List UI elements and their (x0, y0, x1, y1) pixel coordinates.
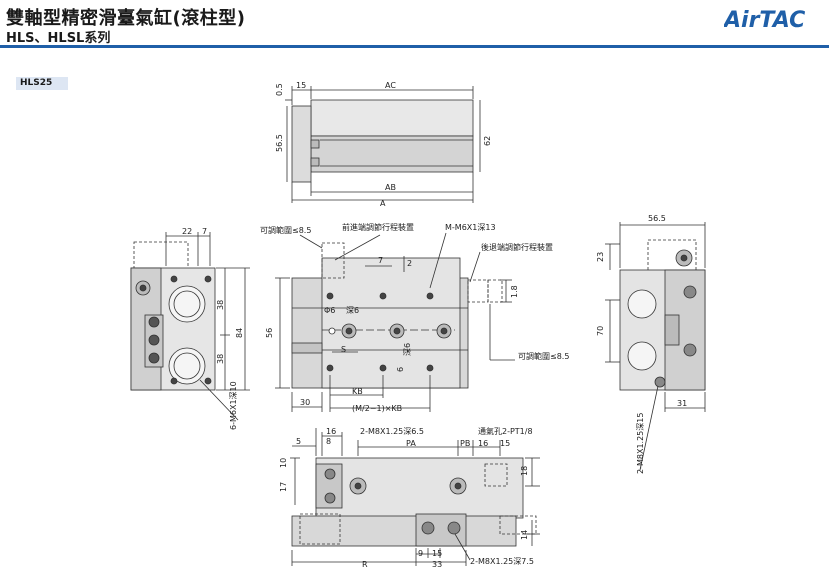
dim-pb: PB (460, 439, 470, 448)
dim-2: 2 (407, 259, 412, 268)
dim-18: 18 (520, 466, 529, 476)
dim-16: 16 (326, 427, 336, 436)
dim-22: 22 (182, 227, 192, 236)
dim-38-lower: 38 (216, 354, 225, 364)
dim-15: 15 (296, 81, 306, 90)
dim-31: 31 (677, 399, 687, 408)
front-stroke-adjuster-label: 前進端調節行程裝置 (342, 222, 414, 232)
dim-15-right: 15 (500, 439, 510, 448)
dim-62: 62 (483, 136, 492, 146)
dim-10: 10 (279, 458, 288, 468)
dim-m-kb: (M/2−1)×KB (352, 404, 402, 413)
svg-text:AirTAC: AirTAC (724, 8, 805, 32)
dim-6-vertical: 6 (396, 367, 405, 372)
dim-14: 14 (520, 530, 529, 540)
dim-ac: AC (385, 81, 396, 90)
dim-a: A (380, 199, 386, 208)
adjust-range-right: 可調範圍≤8.5 (518, 351, 569, 361)
dim-56-5-right: 56.5 (648, 214, 666, 223)
vent-hole-note: 通氣孔2-PT1/8 (478, 426, 533, 436)
dim-9: 9 (418, 549, 423, 558)
screw-note: M-M6X1深13 (445, 223, 496, 232)
dim-15-bottom: 15 (432, 549, 442, 558)
dim-5: 5 (296, 437, 301, 446)
depth-6-vertical: 深6 (403, 343, 412, 356)
dim-16-b: 16 (478, 439, 488, 448)
dim-70: 70 (596, 326, 605, 336)
dim-23: 23 (596, 252, 605, 262)
dim-56: 56 (265, 328, 274, 338)
left-thread-note: 6-M6X1深10 (229, 381, 238, 430)
dim-84: 84 (235, 328, 244, 338)
pin-hole-diameter: Φ6 (324, 306, 335, 315)
right-thread-note: 2-M8X1.25深15 (636, 413, 645, 474)
dim-s: S (341, 345, 346, 354)
dim-33: 33 (432, 560, 442, 569)
model-tag: HLS25 (16, 77, 68, 90)
pin-hole-depth: 深6 (346, 306, 359, 315)
dim-r: R (362, 560, 368, 569)
dim-1-8: 1.8 (510, 285, 519, 298)
adjust-range-left: 可調範圍≤8.5 (260, 225, 311, 235)
dim-56-5: 56.5 (275, 134, 284, 152)
page-title: 雙軸型精密滑臺氣缸(滾柱型) (6, 8, 246, 29)
brand-logo: AirTAC (724, 8, 805, 32)
page-subtitle: HLS、HLSL系列 (6, 31, 111, 46)
front-view (275, 232, 515, 412)
dim-38-upper: 38 (216, 300, 225, 310)
dim-7-front: 7 (378, 256, 383, 265)
dim-kb: KB (352, 387, 363, 396)
right-end-view (605, 222, 706, 471)
top-screw-note: 2-M8X1.25深6.5 (360, 427, 424, 436)
top-view (285, 86, 481, 203)
dim-ab: AB (385, 183, 396, 192)
bottom-screw-note: 2-M8X1.25深7.5 (470, 557, 534, 566)
rear-stroke-adjuster-label: 後退端調節行程裝置 (481, 242, 553, 252)
dim-7: 7 (202, 227, 207, 236)
left-end-view (130, 232, 250, 421)
header-rule (0, 45, 829, 48)
dim-17: 17 (279, 482, 288, 492)
bottom-view (290, 428, 540, 566)
dim-0-5: 0.5 (275, 83, 284, 96)
dim-30: 30 (300, 398, 310, 407)
dim-pa: PA (406, 439, 416, 448)
dim-8: 8 (326, 437, 331, 446)
